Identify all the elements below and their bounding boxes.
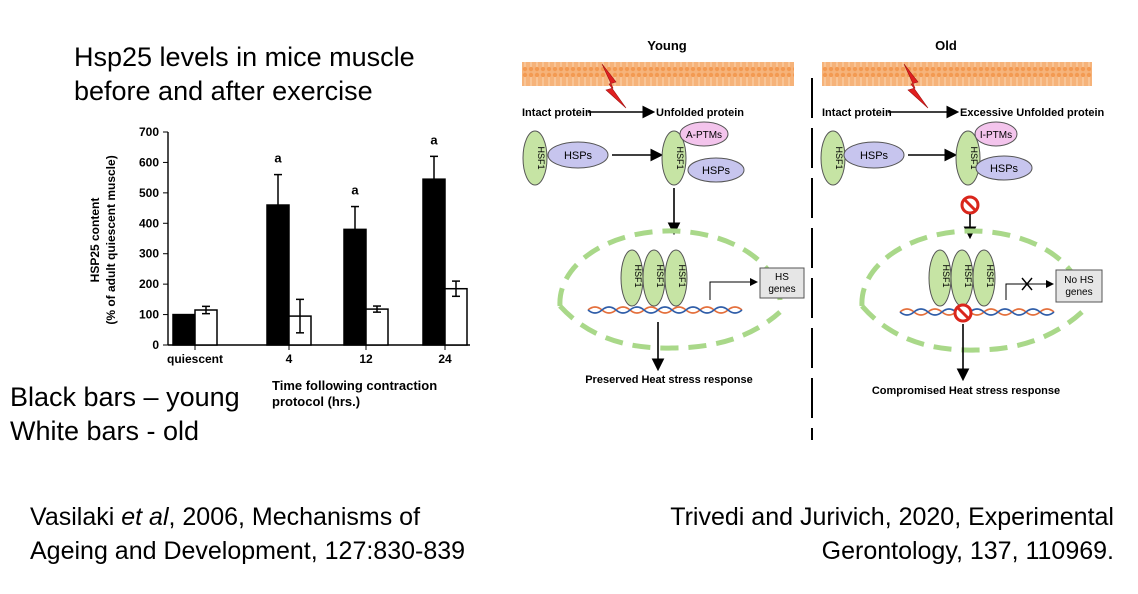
young-ptm-label: A-PTMs [686, 130, 722, 141]
chart-x-tick-label: 12 [359, 352, 373, 366]
chart-xlabel-line-1: Time following contraction [272, 378, 437, 393]
young-hsps-bound [547, 141, 609, 169]
slide-title: Hsp25 levels in mice muscle before and a… [74, 40, 415, 108]
young-trimer-label-3: HSF1 [677, 264, 687, 287]
old-gene-activation-arrow [1005, 280, 1054, 300]
citation-left: Vasilaki et al, 2006, Mechanisms of Agei… [30, 500, 465, 568]
chart-x-tick-label: 4 [286, 352, 293, 366]
young-hsf1-free-label: HSF1 [675, 146, 685, 169]
young-dna-strand-b [587, 306, 743, 314]
young-heading: Young [647, 38, 687, 53]
old-heading: Old [935, 38, 957, 53]
chart-x-tick-label: 24 [438, 352, 452, 366]
chart-significance-label: a [351, 183, 359, 198]
old-heat-stress-bolt-icon [903, 63, 929, 109]
old-hsf1-free-label: HSF1 [969, 146, 979, 169]
chart-significance-label: a [274, 151, 282, 166]
old-trimer-label-2: HSF1 [963, 264, 973, 287]
chart-significance-label: a [430, 132, 438, 147]
old-no-hs-genes-box [1055, 269, 1103, 303]
old-trimer-label-3: HSF1 [985, 264, 995, 287]
young-hsf1-bound [522, 130, 548, 186]
young-ptm [679, 121, 729, 147]
old-no-hs-genes-line-2: genes [1065, 287, 1092, 298]
citation-right-line-2: Gerontology, 137, 110969. [821, 537, 1114, 565]
old-hsps-bound [843, 141, 905, 169]
young-hs-genes-box [759, 267, 805, 299]
old-unfolded-protein-label: Excessive Unfolded protein [960, 107, 1105, 119]
old-response-label: Compromised Heat stress response [872, 385, 1060, 397]
young-dna-strand-a [587, 306, 743, 314]
chart-y-tick-label: 600 [139, 155, 159, 169]
chart-ylabel-line-2: (% of adult quiescent muscle) [104, 155, 118, 324]
young-hsps-bound-label: HSPs [564, 150, 593, 162]
chart-y-tick-label: 700 [139, 125, 159, 139]
young-hs-genes-line-1: HS [775, 272, 789, 283]
old-dna-strand-a [899, 308, 1055, 316]
chart-y-tick-label: 300 [139, 247, 159, 261]
slide-title-line-1: Hsp25 levels in mice muscle [74, 42, 415, 72]
old-no-hs-genes-line-1: No HS [1064, 275, 1094, 286]
chart-y-tick-label: 500 [139, 186, 159, 200]
old-intact-protein-label: Intact protein [822, 107, 892, 119]
chart-y-tick-label: 200 [139, 277, 159, 291]
young-hsf1-trimer [620, 249, 688, 307]
citation-left-journal: , 2006, Mechanisms of [168, 503, 421, 531]
young-hsps-free-label: HSPs [702, 165, 731, 177]
old-hsf1-trimer [928, 249, 996, 307]
slide-title-line-2: before and after exercise [74, 76, 373, 106]
young-hs-genes-line-2: genes [768, 284, 795, 295]
chart-xlabel-line-2: protocol (hrs.) [272, 394, 360, 409]
chart-y-tick-label: 400 [139, 216, 159, 230]
old-nucleus [859, 228, 1085, 307]
old-dna-strand-b [899, 308, 1055, 316]
young-unfolded-protein-label: Unfolded protein [656, 107, 744, 119]
citation-left-etal: et al [121, 503, 169, 531]
old-dna-binding-block-icon [953, 303, 973, 323]
young-trimer-label-2: HSF1 [655, 264, 665, 287]
chart-ylabel-line-1: HSP25 content [88, 198, 102, 283]
young-intact-protein-label: Intact protein [522, 107, 592, 119]
citation-right: Trivedi and Jurivich, 2020, Experimental… [670, 500, 1114, 568]
legend-note-young: Black bars – young [10, 382, 240, 412]
citation-left-line-1: Vasilaki et al, 2006, Mechanisms of [30, 500, 465, 534]
legend-note-old: White bars - old [10, 416, 200, 446]
old-gene-inhibition-cross-icon [1021, 277, 1033, 291]
old-trimer-label-1: HSF1 [941, 264, 951, 287]
old-nucleus-lower [860, 304, 1084, 353]
chart-y-tick-label: 100 [139, 308, 159, 322]
citation-left-authors: Vasilaki [30, 503, 122, 531]
old-hsps-bound-label: HSPs [860, 150, 889, 162]
old-cell-membrane [822, 62, 1092, 86]
citation-left-line-2: Ageing and Development, 127:830-839 [30, 537, 466, 565]
citation-right-line-1: Trivedi and Jurivich, 2020, Experimental [670, 503, 1114, 531]
young-trimer-label-1: HSF1 [633, 264, 643, 287]
chart-x-tick-label: quiescent [167, 352, 223, 366]
young-gene-activation-arrow [709, 278, 758, 300]
old-hsf1-free [955, 130, 981, 186]
young-hsf1-bound-label: HSF1 [536, 146, 546, 169]
old-ptm [974, 121, 1018, 147]
old-ptm-label: I-PTMs [980, 130, 1012, 141]
young-hsf1-free [661, 130, 687, 186]
young-nucleus-lower [558, 304, 782, 351]
old-translocation-block-icon [960, 195, 980, 215]
young-cell-membrane [522, 62, 794, 86]
young-heat-stress-bolt-icon [601, 63, 627, 109]
old-hsps-free [975, 155, 1033, 181]
chart-plot: 0 100 200 300 400 500 600 700 quiescent 4 a 12 a 24 a [139, 125, 470, 366]
legend-note: Black bars – young White bars - old [10, 380, 240, 448]
young-response-label: Preserved Heat stress response [585, 374, 753, 386]
chart-y-tick-label: 0 [152, 338, 159, 352]
old-hsps-free-label: HSPs [990, 163, 1019, 175]
young-hsps-free [687, 157, 745, 183]
old-hsf1-bound-label: HSF1 [834, 146, 844, 169]
